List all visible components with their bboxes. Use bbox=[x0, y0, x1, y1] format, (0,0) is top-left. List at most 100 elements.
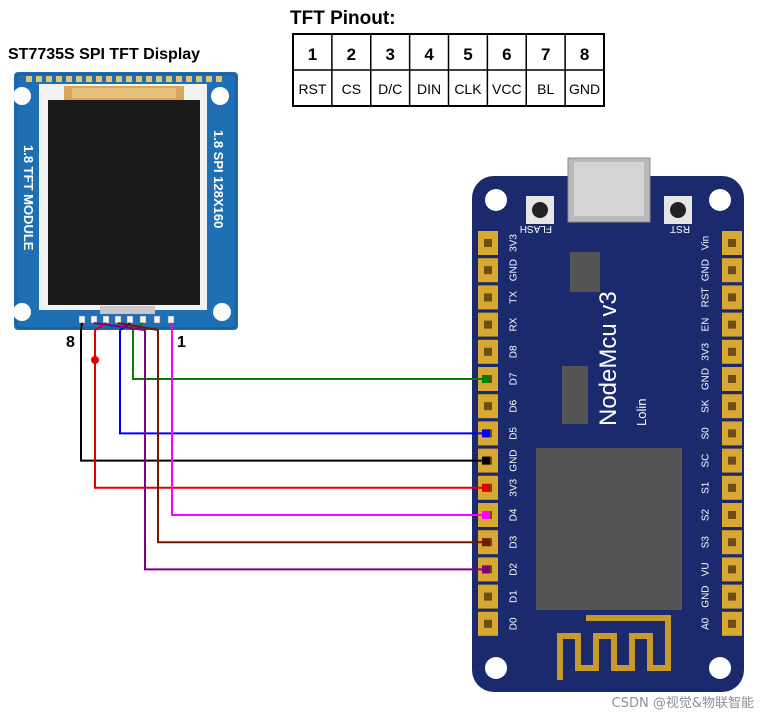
pinout-number: 8 bbox=[580, 45, 589, 64]
tft-pin-6 bbox=[102, 315, 110, 324]
nodemcu-board: FLASH RST NodeMcu v3 Lolin 3V3GNDTXRXD8D… bbox=[472, 157, 744, 692]
pin-label-left: D8 bbox=[509, 345, 520, 358]
mount-hole bbox=[211, 87, 229, 105]
header-pad bbox=[76, 76, 82, 82]
pin-label-right: GND bbox=[701, 259, 712, 281]
antenna-trace bbox=[557, 615, 671, 680]
header-pad bbox=[206, 76, 212, 82]
pin-label-right: S3 bbox=[701, 536, 712, 549]
tft-pin-2 bbox=[153, 315, 161, 324]
pin-label-left: D3 bbox=[509, 535, 520, 548]
display-title: ST7735S SPI TFT Display bbox=[8, 46, 200, 63]
header-pad bbox=[216, 76, 222, 82]
display-side-right-label: 1.8 SPI 128X160 bbox=[211, 130, 226, 228]
pin-label-right: EN bbox=[701, 318, 712, 332]
pinout-number: 1 bbox=[308, 45, 317, 64]
tft-pin-7 bbox=[90, 315, 98, 324]
tft-display-module: 1.8 TFT MODULE 1.8 SPI 128X160 bbox=[13, 72, 238, 330]
pinout-label: CLK bbox=[454, 81, 482, 97]
pin-label-left: D2 bbox=[509, 563, 520, 576]
pinout-number: 5 bbox=[463, 45, 472, 64]
pinout-number: 7 bbox=[541, 45, 550, 64]
wire-end bbox=[482, 429, 490, 438]
pin-label-right: Vin bbox=[701, 236, 712, 250]
header-pad bbox=[166, 76, 172, 82]
pin-end-1: 1 bbox=[177, 334, 186, 351]
header-pad bbox=[186, 76, 192, 82]
pin-label-right: SK bbox=[701, 399, 712, 413]
pin-label-left: RX bbox=[509, 317, 520, 331]
wire-end bbox=[482, 483, 490, 492]
pin-label-right: SC bbox=[701, 454, 712, 468]
header-pad bbox=[96, 76, 102, 82]
board-subtitle: Lolin bbox=[634, 399, 649, 426]
pinout-number: 2 bbox=[347, 45, 356, 64]
wire bbox=[170, 322, 486, 516]
wire bbox=[94, 322, 486, 489]
pin-label-left: GND bbox=[509, 259, 520, 281]
pinout-label: RST bbox=[298, 81, 326, 97]
header-pad bbox=[106, 76, 112, 82]
tft-screen bbox=[48, 100, 200, 305]
mount-hole bbox=[485, 657, 507, 679]
pin-label-left: TX bbox=[509, 291, 520, 304]
board-name: NodeMcu v3 bbox=[595, 291, 622, 426]
pin-label-left: D4 bbox=[509, 508, 520, 521]
mount-hole bbox=[709, 189, 731, 211]
pin-label-left: D5 bbox=[509, 427, 520, 440]
pin-end-8: 8 bbox=[66, 334, 75, 351]
pin-label-right: RST bbox=[701, 287, 712, 307]
pin-label-left: GND bbox=[509, 449, 520, 471]
pin-label-right: GND bbox=[701, 585, 712, 607]
wire-end bbox=[482, 456, 490, 465]
flash-label: FLASH bbox=[520, 223, 552, 234]
wire bbox=[80, 322, 486, 462]
pin-label-right: A0 bbox=[701, 617, 712, 630]
pin-label-right: S1 bbox=[701, 481, 712, 494]
header-pad bbox=[116, 76, 122, 82]
tft-pin-4 bbox=[126, 315, 134, 324]
header-pad bbox=[196, 76, 202, 82]
header-pad bbox=[126, 76, 132, 82]
chip bbox=[562, 366, 588, 424]
chip bbox=[570, 252, 600, 292]
pinout-label: CS bbox=[342, 81, 361, 97]
mount-hole bbox=[485, 189, 507, 211]
wire bbox=[132, 322, 486, 380]
pinout-label: DIN bbox=[417, 81, 441, 97]
header-pad bbox=[36, 76, 42, 82]
header-pad bbox=[26, 76, 32, 82]
header-pad bbox=[56, 76, 62, 82]
tft-pin-5 bbox=[114, 315, 122, 324]
tft-pin-3 bbox=[139, 315, 147, 324]
esp8266-module bbox=[536, 448, 682, 610]
header-pad bbox=[176, 76, 182, 82]
watermark: CSDN @视觉&物联智能 bbox=[611, 696, 754, 711]
pin-label-right: GND bbox=[701, 368, 712, 390]
wire-end bbox=[482, 565, 490, 574]
pin-label-left: 3V3 bbox=[509, 234, 520, 252]
pin-label-left: D6 bbox=[509, 399, 520, 412]
wire bbox=[117, 322, 486, 544]
pinout-number: 6 bbox=[502, 45, 511, 64]
header-pad bbox=[46, 76, 52, 82]
pin-label-left: 3V3 bbox=[509, 478, 520, 496]
pinout-number: 4 bbox=[424, 45, 434, 64]
pinout-label: GND bbox=[569, 81, 600, 97]
header-pad bbox=[66, 76, 72, 82]
rst-label: RST bbox=[670, 223, 690, 234]
junction-dot bbox=[91, 356, 99, 364]
header-pad bbox=[86, 76, 92, 82]
pin-label-left: D7 bbox=[509, 372, 520, 385]
pin-label-right: S0 bbox=[701, 427, 712, 440]
pin-label-right: VU bbox=[701, 562, 712, 576]
header-pad bbox=[156, 76, 162, 82]
wire-end bbox=[482, 511, 490, 519]
pinout-label: VCC bbox=[492, 81, 522, 97]
display-side-left-label: 1.8 TFT MODULE bbox=[21, 145, 36, 251]
pin-label-right: 3V3 bbox=[701, 342, 712, 360]
mount-hole bbox=[13, 87, 31, 105]
mount-hole bbox=[13, 303, 31, 321]
